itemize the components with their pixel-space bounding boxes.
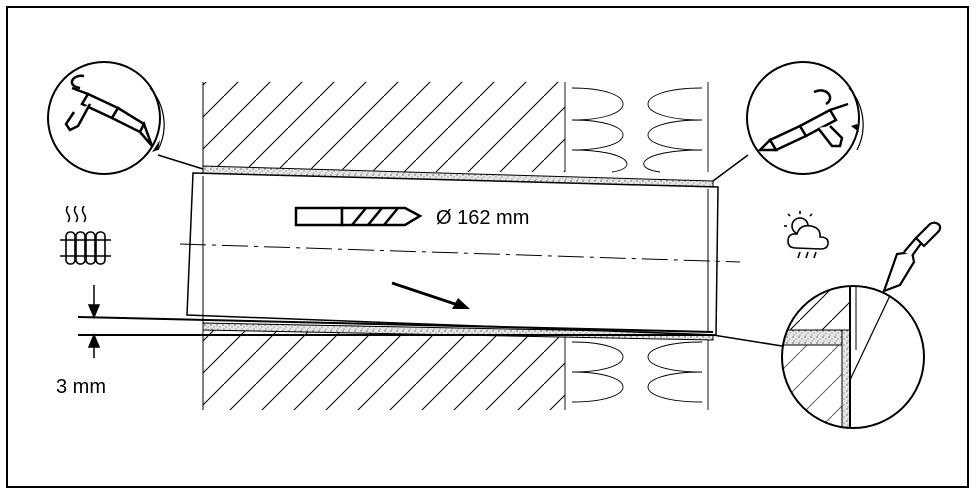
drill-bit-icon [294,206,423,227]
masonry-wall [202,82,565,410]
radiator-icon [60,205,111,265]
caulking-gun-icon [64,74,154,147]
caulking-gun-icon [756,89,849,152]
diagram-frame [6,6,969,488]
sealant-circle-right [712,61,864,182]
wall-sleeve [179,172,741,336]
slope-line-top [77,316,714,333]
sealant-circle-left [47,61,204,175]
trowel-icon [882,221,942,293]
detail-magnifier [712,285,925,429]
diameter-label: Ø 162 mm [436,207,530,229]
weather-icon [784,211,829,259]
gap-label: 3 mm [56,376,106,398]
gap-dimension [87,285,101,358]
slope-arrow [391,281,470,309]
center-line [179,243,741,263]
insulation-layer [564,82,709,410]
